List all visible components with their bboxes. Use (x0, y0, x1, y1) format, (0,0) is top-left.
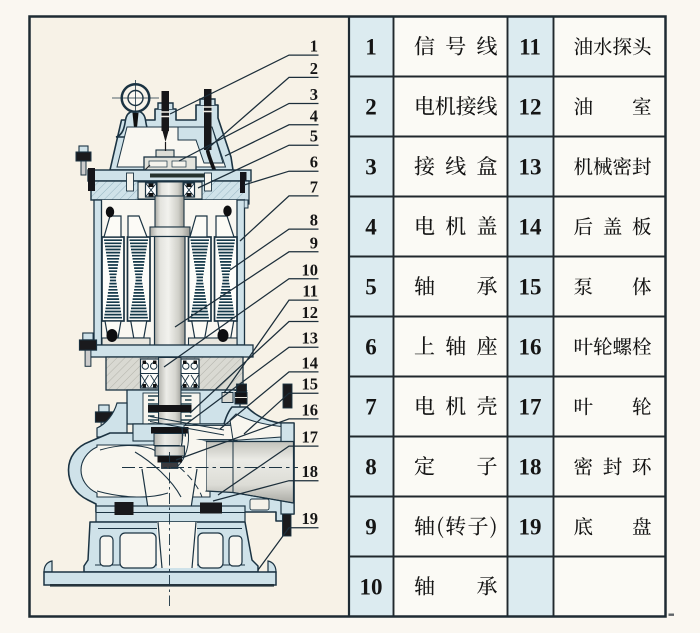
svg-text:12: 12 (519, 95, 542, 120)
svg-text:1: 1 (310, 37, 318, 56)
svg-text:15: 15 (519, 275, 542, 300)
svg-text:2: 2 (365, 95, 377, 120)
svg-text:14: 14 (519, 215, 543, 240)
svg-text:9: 9 (365, 515, 377, 540)
svg-text:6: 6 (310, 153, 318, 172)
svg-text:10: 10 (360, 575, 383, 600)
svg-text:10: 10 (302, 260, 319, 279)
svg-text:18: 18 (302, 462, 319, 481)
svg-text:11: 11 (519, 35, 541, 60)
svg-text:7: 7 (310, 177, 318, 196)
svg-text:13: 13 (519, 155, 542, 180)
svg-text:18: 18 (519, 455, 542, 480)
svg-text:7: 7 (365, 395, 377, 420)
svg-text:13: 13 (302, 329, 319, 348)
svg-text:19: 19 (302, 509, 319, 528)
svg-text:16: 16 (302, 400, 319, 419)
svg-text:8: 8 (365, 455, 377, 480)
svg-text:1: 1 (365, 35, 377, 60)
svg-text:16: 16 (519, 335, 542, 360)
svg-text:3: 3 (310, 85, 318, 104)
svg-text:6: 6 (365, 335, 377, 360)
svg-text:17: 17 (302, 428, 319, 447)
svg-text:12: 12 (302, 303, 319, 322)
svg-text:9: 9 (310, 233, 318, 252)
svg-text:8: 8 (310, 211, 318, 230)
svg-text:17: 17 (519, 395, 542, 420)
svg-text:3: 3 (365, 155, 377, 180)
svg-text:4: 4 (365, 215, 377, 240)
svg-text:4: 4 (310, 106, 318, 125)
svg-text:19: 19 (519, 515, 542, 540)
svg-text:2: 2 (310, 59, 318, 78)
svg-text:14: 14 (302, 353, 319, 372)
svg-text:5: 5 (310, 127, 318, 146)
svg-text:11: 11 (302, 282, 318, 301)
svg-text:5: 5 (365, 275, 377, 300)
svg-text:15: 15 (302, 375, 319, 394)
